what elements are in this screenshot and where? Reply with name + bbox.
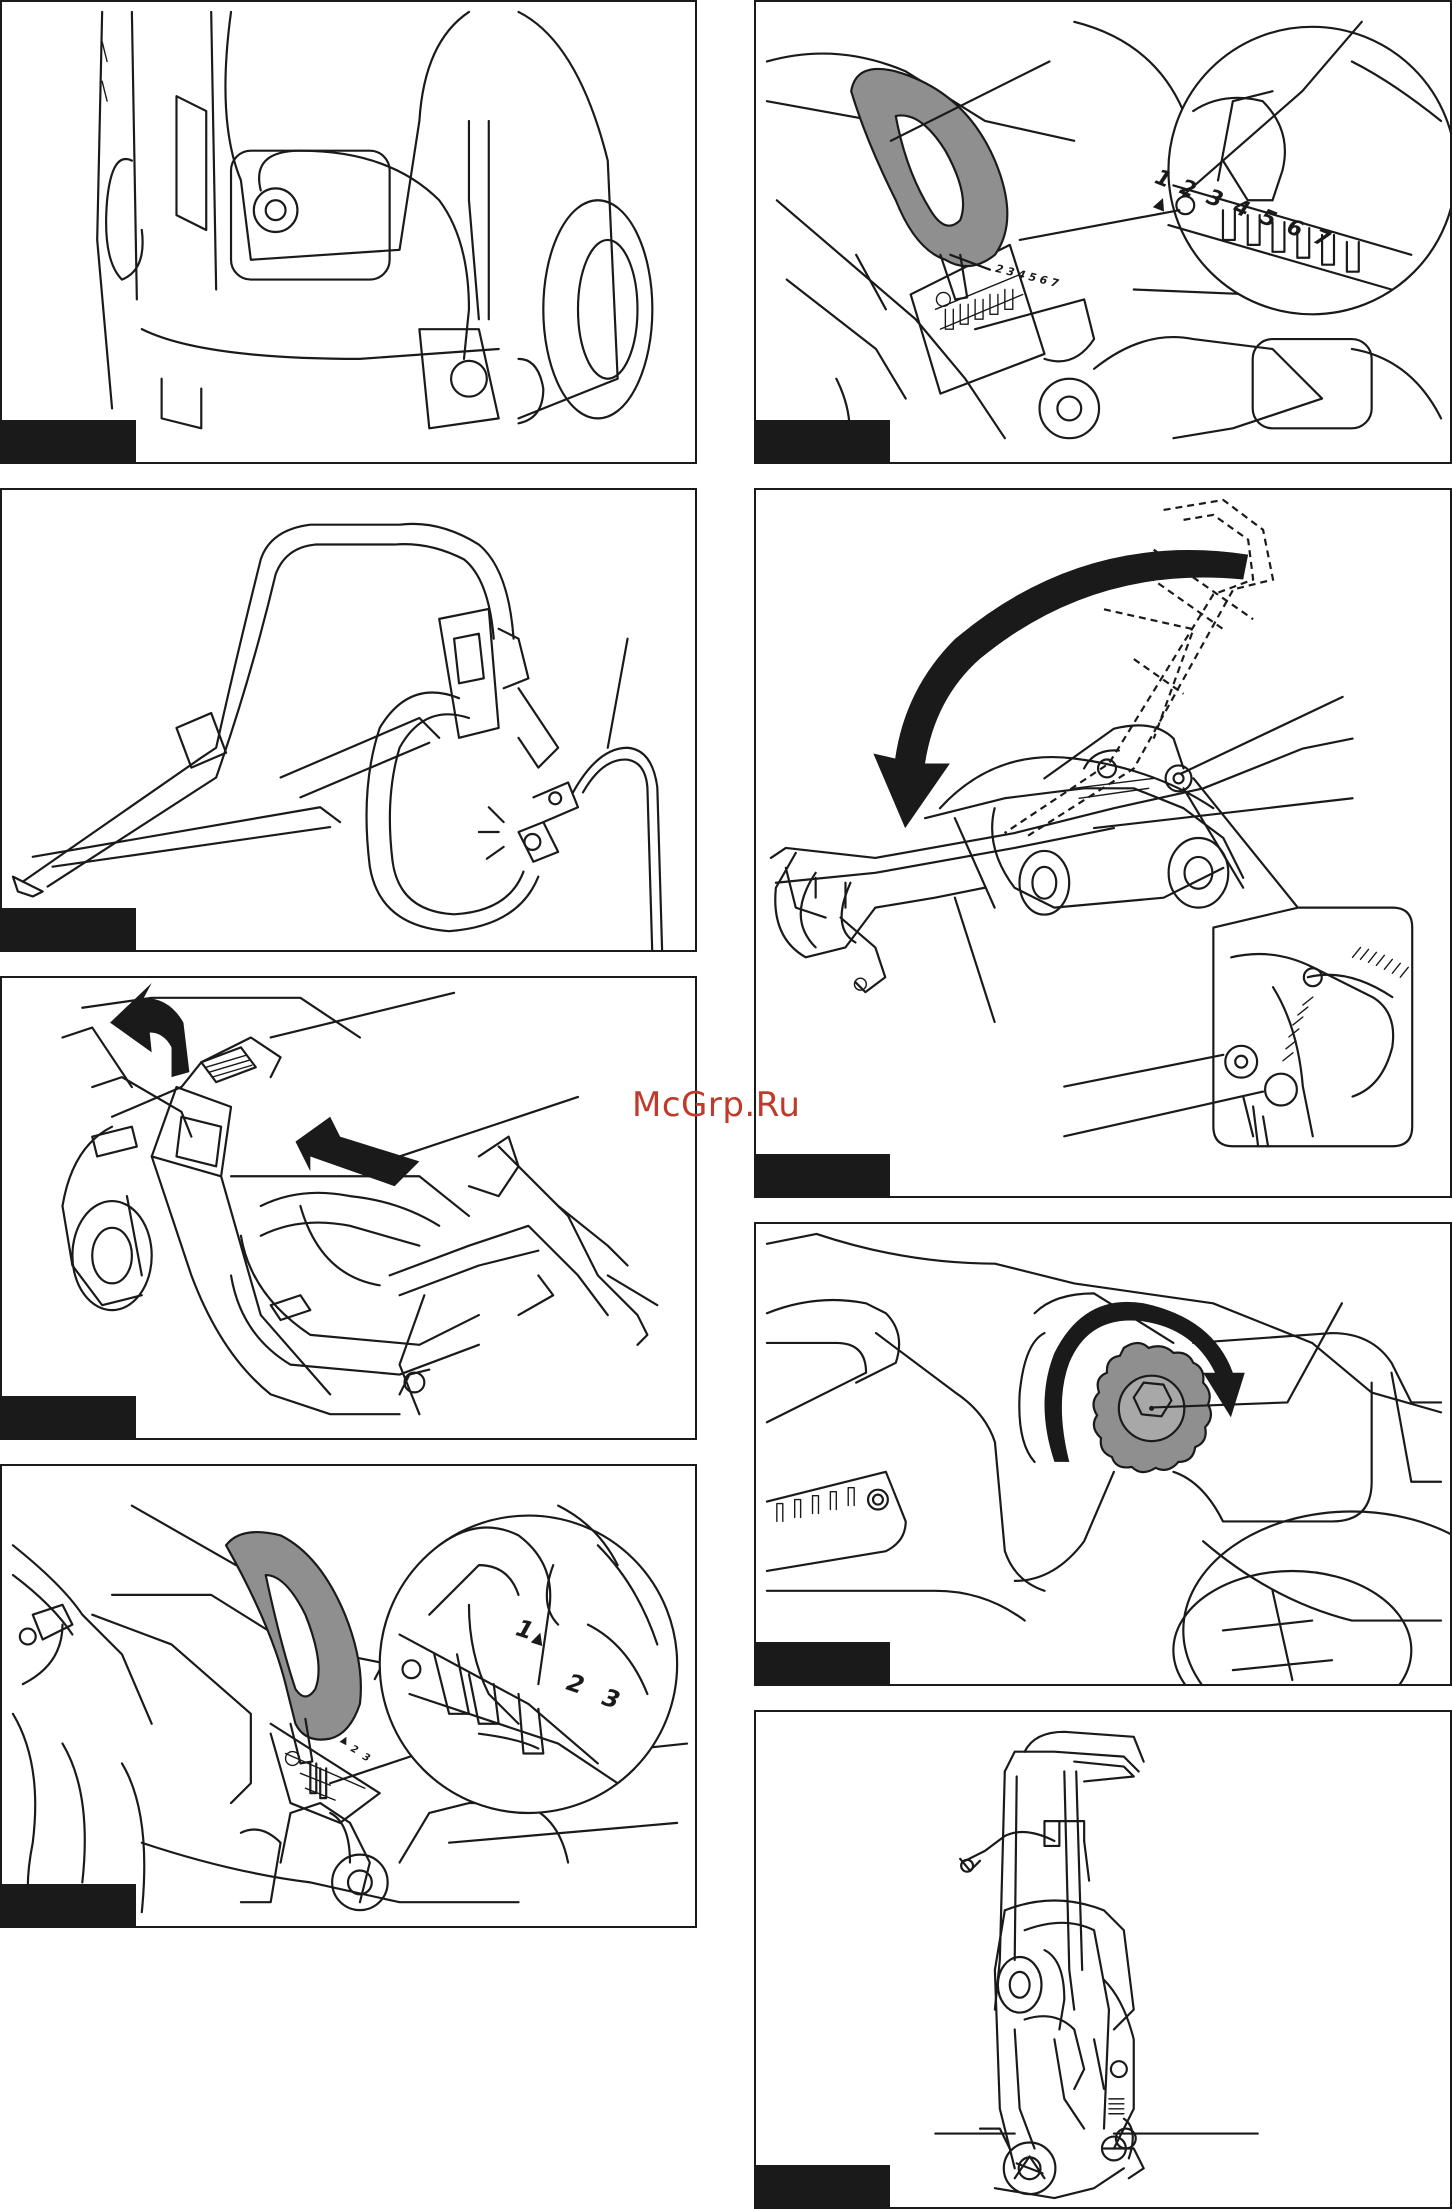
mower-plug-illustration xyxy=(2,2,695,462)
handle-knob-illustration xyxy=(756,1224,1450,1684)
watermark-text: McGrp.Ru xyxy=(632,1085,800,1125)
height-lever-small-illustration: ▲ 2 3 1 ▲ 2 3 xyxy=(2,1466,695,1926)
figure-number-tab xyxy=(2,1396,136,1438)
handle-knob xyxy=(1094,1343,1211,1472)
height-lever-illustration: 2 3 4 5 6 7 1 2 3 4 5 6 7 ▲ xyxy=(756,2,1450,462)
figure-number-tab xyxy=(756,1154,890,1196)
vertical-storage-illustration xyxy=(756,1712,1450,2207)
figure-panel-cable-connect xyxy=(0,488,697,952)
handle-fold-illustration xyxy=(756,490,1450,1196)
lever-scale-small-print: 2 3 4 5 6 7 xyxy=(994,262,1060,290)
figure-panel-handle-fold xyxy=(754,488,1452,1198)
figure-number-tab xyxy=(2,420,136,462)
figure-number-tab xyxy=(2,1884,136,1926)
svg-text:▲: ▲ xyxy=(339,1734,351,1747)
figure-number-tab xyxy=(756,420,890,462)
figure-panel-height-lever-3: ▲ 2 3 1 ▲ 2 3 xyxy=(0,1464,697,1928)
figure-panel-height-lever-7: 2 3 4 5 6 7 1 2 3 4 5 6 7 ▲ xyxy=(754,0,1452,464)
figure-number-tab xyxy=(756,1642,890,1684)
svg-text:2: 2 xyxy=(349,1743,360,1756)
height-scale-small-print: ▲ 2 3 xyxy=(339,1734,372,1765)
svg-text:3: 3 xyxy=(360,1751,371,1764)
svg-text:▲: ▲ xyxy=(1152,191,1171,213)
figure-panel-cable-plug xyxy=(0,0,697,464)
height-slot-rack xyxy=(777,1488,854,1522)
figure-panel-handle-knob xyxy=(754,1222,1452,1686)
figure-panel-grass-box xyxy=(0,976,697,1440)
figure-number-tab xyxy=(756,2165,890,2207)
grass-box-illustration xyxy=(2,978,695,1438)
figure-number-tab xyxy=(2,908,136,950)
cable-connect-illustration xyxy=(2,490,695,950)
figure-panel-vertical-storage xyxy=(754,1710,1452,2209)
fold-direction-arrow xyxy=(873,550,1248,828)
